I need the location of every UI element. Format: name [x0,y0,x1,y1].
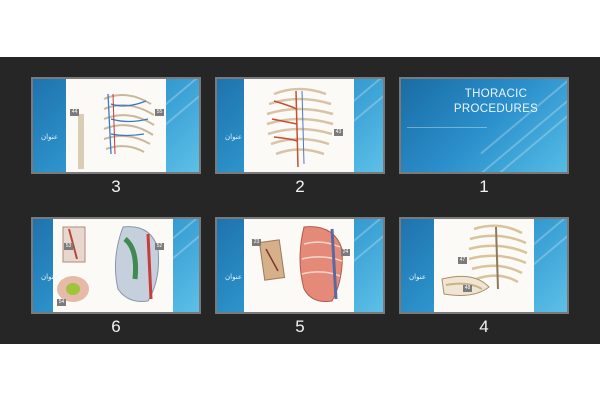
slide-sorter-panel: 44 55 عنوان 3 43 عن [0,57,600,344]
anatomy-illustration [244,219,354,312]
slide-3-caption: عنوان [41,133,58,141]
slide-2-preview[interactable]: 43 عنوان [215,77,385,174]
anatomy-illustration [244,79,354,172]
slide-5-preview[interactable]: 23 24 عنوان [215,217,385,314]
slide-number-1: 1 [479,177,489,196]
anatomy-illustration [53,219,173,312]
slide-6-caption: عنوان [41,273,58,281]
slide-3-preview[interactable]: 44 55 عنوان [31,77,201,174]
slide-number-5: 5 [295,317,305,336]
slide-5-caption: عنوان [225,273,242,281]
subtitle-placeholder [407,127,487,128]
slide-number-4: 4 [479,317,489,336]
slide-4-caption: عنوان [409,273,426,281]
slide-4-preview[interactable]: 47 48 عنوان [399,217,569,314]
slide-6-preview[interactable]: 53 52 54 عنوان [31,217,201,314]
slide-number-6: 6 [111,317,121,336]
slide-1-preview[interactable]: THORACIC PROCEDURES [399,77,569,174]
slide-2-caption: عنوان [225,133,242,141]
title-line-2: PROCEDURES [453,103,539,115]
title-line-1: THORACIC [464,88,528,100]
anatomy-illustration [66,79,166,172]
slide-1-title: THORACIC PROCEDURES [431,87,561,117]
anatomy-illustration [434,219,534,312]
slide-number-2: 2 [295,177,305,196]
slide-number-3: 3 [111,177,121,196]
